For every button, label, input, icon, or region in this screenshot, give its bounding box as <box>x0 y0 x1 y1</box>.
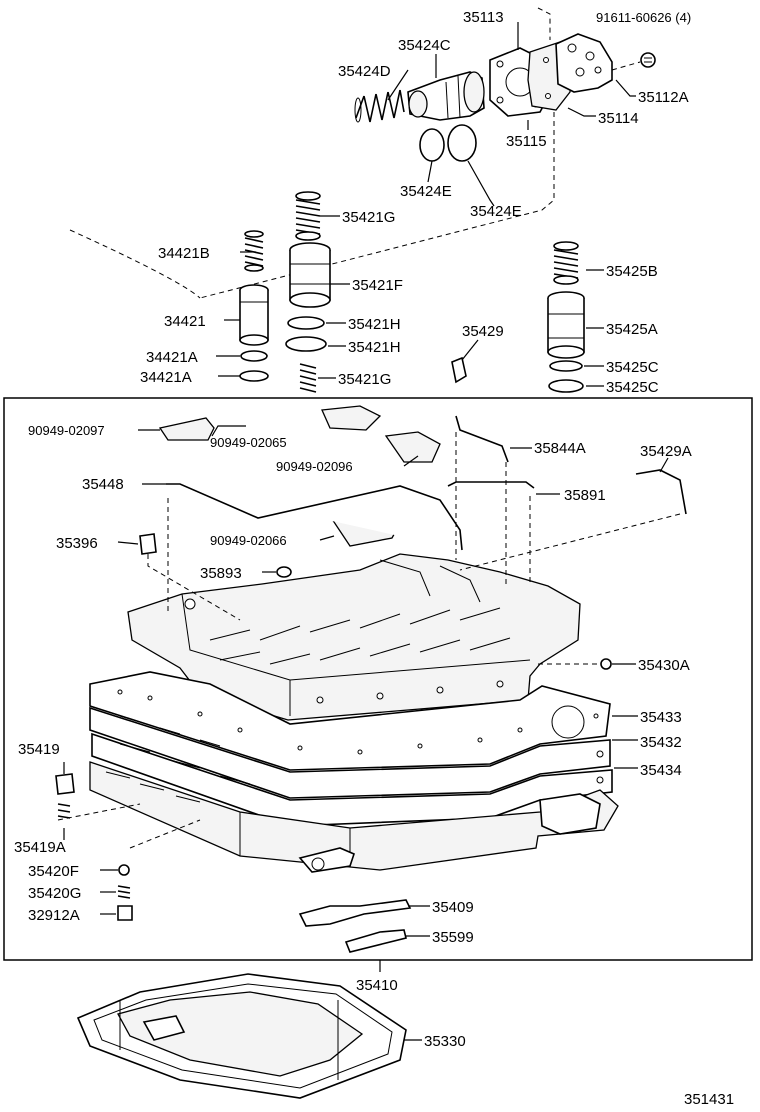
label-35891: 35891 <box>564 487 606 504</box>
top-accumulator-group <box>199 7 656 299</box>
label-35409: 35409 <box>432 899 474 916</box>
label-35429a: 35429A <box>640 443 692 460</box>
label-35424d: 35424D <box>338 63 391 80</box>
label-35421h-b: 35421H <box>348 339 401 356</box>
cover-35112a <box>555 33 613 93</box>
spring-35421g-lower <box>299 363 317 393</box>
plate-90949-02097 <box>158 417 215 441</box>
o-ring-35424e-b <box>447 124 477 162</box>
label-35844a: 35844A <box>534 440 586 457</box>
label-90949-02066: 90949-02066 <box>210 533 287 548</box>
oil-pan-35330 <box>76 973 407 1099</box>
piston-34421 <box>239 284 269 346</box>
label-35419a: 35419A <box>14 839 66 856</box>
label-90949-02097: 90949-02097 <box>28 423 105 438</box>
piston-35425a <box>547 291 585 359</box>
label-35420f: 35420F <box>28 863 79 880</box>
reference-number: 351431 <box>684 1091 734 1108</box>
label-35893: 35893 <box>200 565 242 582</box>
label-32912a: 32912A <box>28 907 80 924</box>
spring-34421b <box>244 230 264 272</box>
gasket-35434 <box>91 732 613 827</box>
plate-90949-02065 <box>321 405 382 431</box>
label-90949-02096: 90949-02096 <box>276 459 353 474</box>
detent-spring-35599 <box>344 929 407 953</box>
o-ring-35425c-a <box>549 360 583 372</box>
middle-accumulator-group <box>69 191 585 393</box>
detent-spring-35409 <box>298 899 412 927</box>
leader-lines <box>63 22 669 1041</box>
lower-valve-body <box>89 761 619 873</box>
pipe-35448 <box>166 483 463 551</box>
pipe-35844a <box>455 415 509 463</box>
label-35433: 35433 <box>640 709 682 726</box>
sleeve-32912a <box>117 905 133 921</box>
pipe-35891 <box>447 481 535 489</box>
label-35425b: 35425B <box>606 263 658 280</box>
label-34421a-a: 34421A <box>146 349 198 366</box>
spring-35419a <box>57 803 71 819</box>
label-35424e-a: 35424E <box>400 183 452 200</box>
pin-35429 <box>451 356 467 384</box>
plate-90949-02096 <box>384 431 441 463</box>
label-35424c: 35424C <box>398 37 451 54</box>
label-35448: 35448 <box>82 476 124 493</box>
label-34421a-b: 34421A <box>140 369 192 386</box>
label-35425c-b: 35425C <box>606 379 659 396</box>
label-35429: 35429 <box>462 323 504 340</box>
part-labels: 35113 91611-60626 (4) 35424C 35424D 3511… <box>14 9 734 1108</box>
label-35113: 35113 <box>463 9 504 26</box>
o-ring-34421a-a <box>240 350 268 362</box>
pipe-35429a <box>635 469 687 515</box>
label-35114: 35114 <box>598 110 639 127</box>
o-ring-35425c-b <box>548 379 584 393</box>
piston-35424c <box>407 71 485 121</box>
label-34421: 34421 <box>164 313 206 330</box>
label-35421f: 35421F <box>352 277 403 294</box>
label-35421g-a: 35421G <box>342 209 395 226</box>
plug-35396 <box>139 533 157 555</box>
label-35420g: 35420G <box>28 885 81 902</box>
label-34421b: 34421B <box>158 245 210 262</box>
piston-35421f <box>289 242 331 308</box>
valve-body-assembly <box>55 405 687 953</box>
label-91611-60626: 91611-60626 (4) <box>596 10 691 25</box>
seal-35893 <box>276 566 292 578</box>
o-ring-35424e-a <box>419 128 445 162</box>
label-35115: 35115 <box>506 133 547 150</box>
valve-body-frame <box>3 397 753 961</box>
label-90949-02065: 90949-02065 <box>210 435 287 450</box>
ball-35430a <box>600 658 612 670</box>
spring-35420g <box>117 885 131 899</box>
label-35432: 35432 <box>640 734 682 751</box>
o-ring-35421h-b <box>285 336 327 352</box>
label-35599: 35599 <box>432 929 474 946</box>
label-35112a: 35112A <box>638 89 689 106</box>
label-35425a: 35425A <box>606 321 658 338</box>
filter-35419 <box>55 773 75 795</box>
label-35410: 35410 <box>356 977 398 994</box>
ball-35420f <box>118 864 130 876</box>
label-35396: 35396 <box>56 535 98 552</box>
spring-35425b <box>553 241 579 285</box>
gasket-35432 <box>89 706 611 799</box>
label-35430a: 35430A <box>638 657 690 674</box>
label-35424e-b: 35424E <box>470 203 522 220</box>
label-35434: 35434 <box>640 762 682 779</box>
label-35330: 35330 <box>424 1033 466 1050</box>
label-35419: 35419 <box>18 741 60 758</box>
spring-35424d <box>354 89 405 123</box>
spring-35421g-upper <box>295 191 321 241</box>
o-ring-35421h-a <box>287 316 325 330</box>
label-35421h-a: 35421H <box>348 316 401 333</box>
label-35421g-b: 35421G <box>338 371 391 388</box>
o-ring-34421a-b <box>239 370 269 382</box>
bolt-91611-60626 <box>640 52 656 68</box>
label-35425c-a: 35425C <box>606 359 659 376</box>
